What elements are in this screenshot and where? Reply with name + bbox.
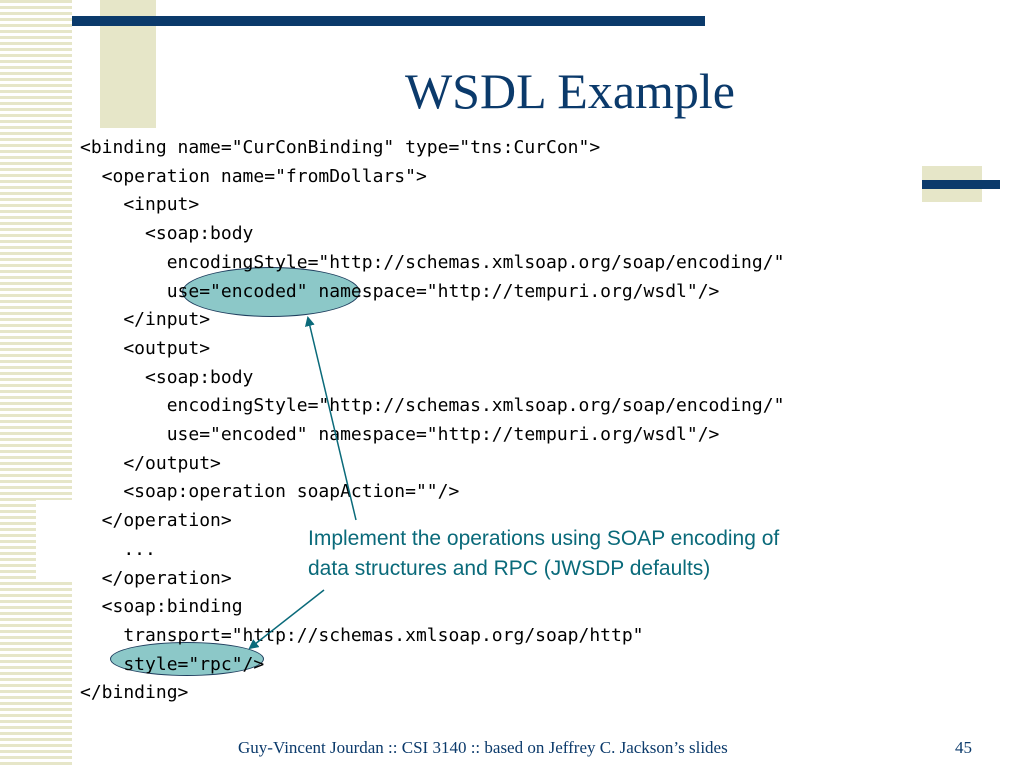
code-line: <input> [80, 194, 200, 216]
code-line: <soap:operation soapAction=""/> [80, 481, 460, 503]
annotation-text: Implement the operations using SOAP enco… [308, 524, 908, 584]
code-line: </operation> [80, 510, 232, 532]
arrow-to-use-encoded [304, 316, 357, 521]
code-line: <soap:binding [80, 596, 243, 618]
highlight-style-rpc [110, 642, 264, 676]
code-line: <soap:body [80, 366, 254, 388]
annotation-line: data structures and RPC (JWSDP defaults) [308, 557, 711, 580]
code-line: <output> [80, 337, 211, 359]
arrow-to-style-rpc [248, 589, 325, 650]
code-line: ... [80, 538, 156, 560]
code-line: encodingStyle="http://schemas.xmlsoap.or… [80, 395, 785, 417]
right-blue-bar [922, 180, 1000, 189]
code-line: </output> [80, 452, 221, 474]
top-blue-bar [72, 16, 705, 26]
stripe-gap [36, 500, 72, 580]
code-line: use="encoded" namespace="http://tempuri.… [80, 280, 720, 302]
code-line: <soap:body [80, 223, 254, 245]
slide-title: WSDL Example [404, 63, 735, 119]
code-block: <binding name="CurConBinding" type="tns:… [80, 134, 784, 708]
page-number: 45 [955, 738, 972, 757]
highlight-use-encoded [182, 267, 360, 317]
code-line: <binding name="CurConBinding" type="tns:… [80, 137, 601, 158]
footer-credit: Guy-Vincent Jourdan :: CSI 3140 :: based… [238, 738, 728, 757]
annotation-line: Implement the operations using SOAP enco… [308, 527, 780, 550]
code-line: </operation> [80, 567, 232, 589]
code-line: style="rpc"/> [80, 653, 265, 675]
code-line: use="encoded" namespace="http://tempuri.… [80, 424, 720, 446]
code-line: <operation name="fromDollars"> [80, 165, 427, 187]
code-line: </input> [80, 309, 211, 331]
left-stripe-decoration [0, 0, 72, 768]
code-line: </binding> [80, 682, 189, 704]
code-line: encodingStyle="http://schemas.xmlsoap.or… [80, 251, 785, 273]
